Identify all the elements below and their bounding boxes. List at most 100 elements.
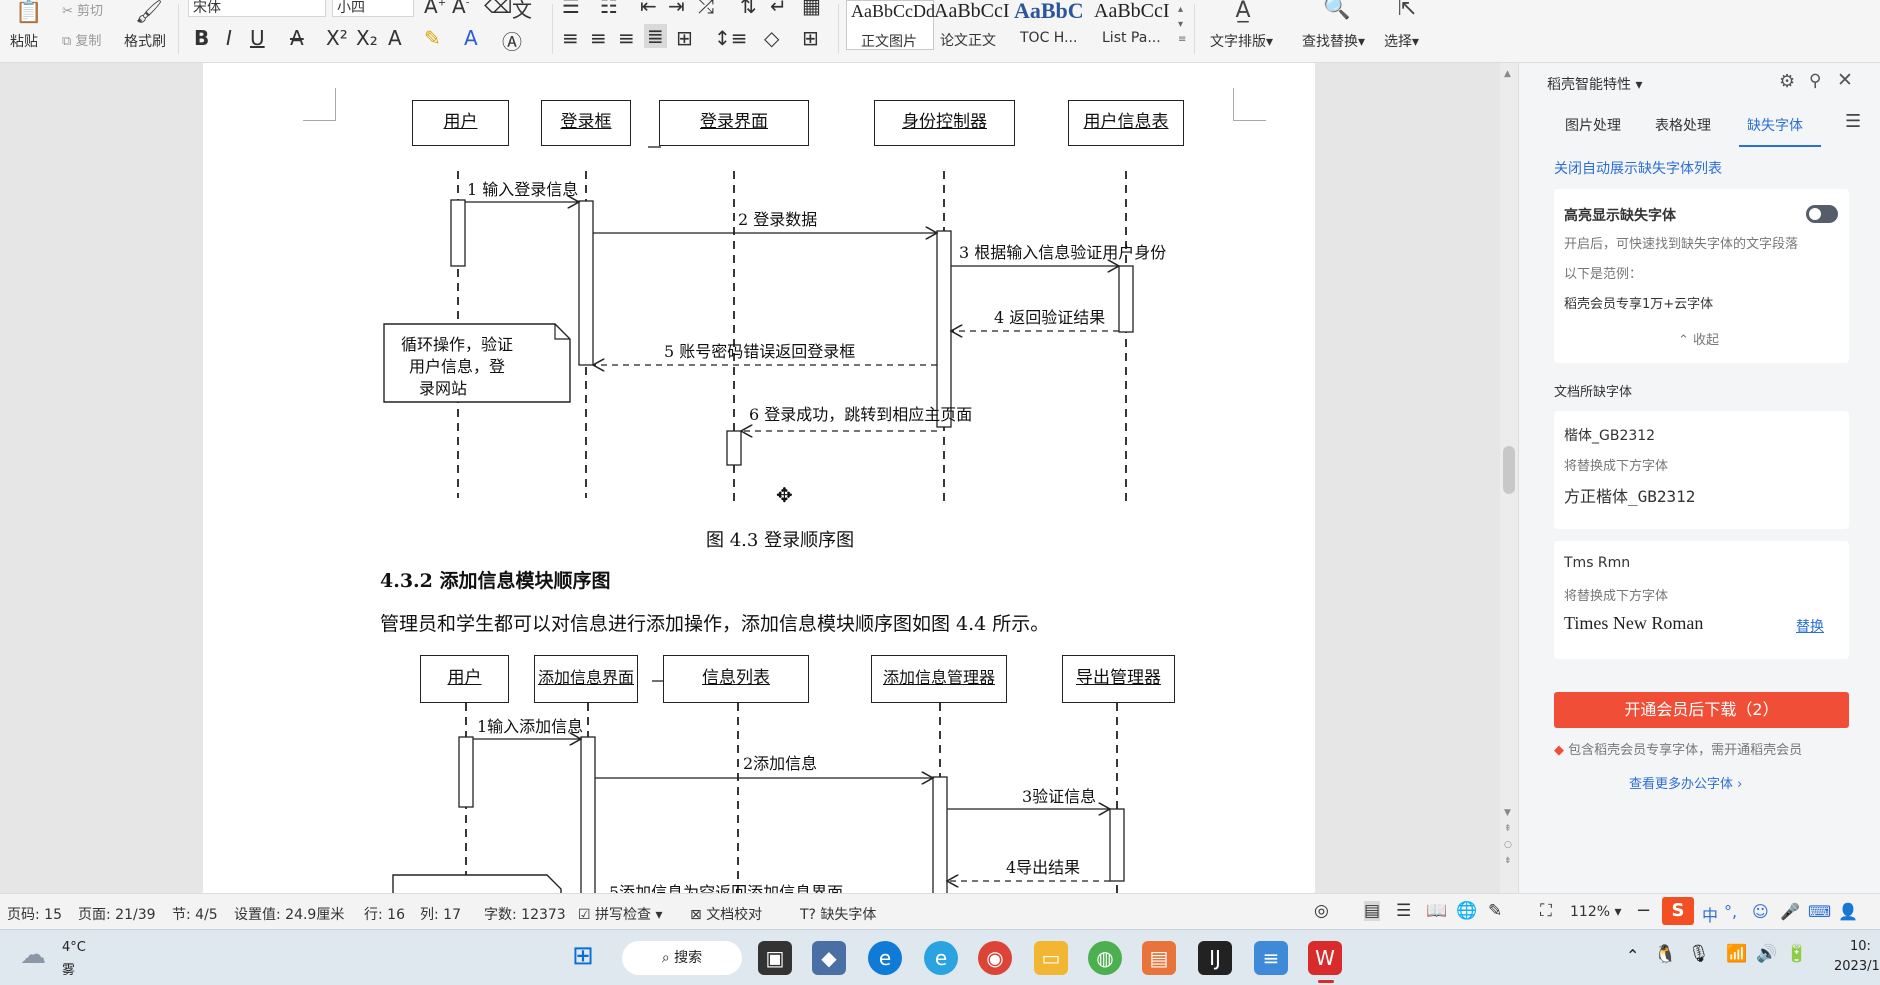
strikethrough-icon[interactable]: A bbox=[290, 26, 304, 50]
bullet-list-icon[interactable]: ☰ bbox=[562, 0, 580, 18]
shrink-font-icon[interactable]: A- bbox=[452, 0, 470, 18]
close-auto-show-link[interactable]: 关闭自动展示缺失字体列表 bbox=[1554, 161, 1722, 177]
ime-mode[interactable]: 中 bbox=[1702, 906, 1719, 925]
indent-icon[interactable]: ⇥ bbox=[668, 0, 685, 18]
sogou-ime-icon[interactable]: S bbox=[1662, 897, 1694, 925]
collapse-button[interactable]: ⌃ 收起 bbox=[1678, 333, 1720, 348]
outline-view-icon[interactable]: ☰ bbox=[1396, 901, 1412, 921]
read-view-icon[interactable]: 📖 bbox=[1426, 901, 1448, 921]
battery-icon[interactable]: 🔋 bbox=[1786, 944, 1808, 964]
bold-icon[interactable]: B bbox=[194, 26, 210, 50]
style-item-3[interactable]: AaBbC TOC H... bbox=[1014, 0, 1094, 50]
more-fonts-link[interactable]: 查看更多办公字体 › bbox=[1629, 777, 1743, 792]
scrollbar-thumb[interactable] bbox=[1503, 446, 1515, 494]
microphone-icon[interactable]: 🎙 bbox=[1688, 944, 1710, 964]
font-size-select[interactable]: 小四 bbox=[332, 0, 414, 17]
close-icon[interactable]: ✕ bbox=[1837, 69, 1853, 91]
download-member-button[interactable]: 开通会员后下载（2） bbox=[1554, 692, 1849, 728]
border-icon[interactable]: ⊞ bbox=[802, 26, 819, 50]
sort-icon[interactable]: ⇅ bbox=[740, 0, 757, 18]
text-layout-icon[interactable]: A̲ bbox=[1235, 0, 1251, 23]
wps-office-icon[interactable]: W bbox=[1308, 941, 1342, 975]
eye-protect-icon[interactable]: ◎ bbox=[1314, 901, 1329, 921]
panel-title[interactable]: 稻壳智能特性 ▾ bbox=[1547, 77, 1643, 93]
ime-punct-icon[interactable]: °, bbox=[1724, 902, 1738, 921]
app-icon[interactable]: ◆ bbox=[812, 941, 846, 975]
browser-icon[interactable]: e bbox=[924, 941, 958, 975]
line-spacing-icon[interactable]: ↕≡ bbox=[714, 26, 748, 50]
fit-page-icon[interactable]: ⛶ bbox=[1540, 901, 1552, 921]
page-nav-icons[interactable]: ▼⇞○⇟ bbox=[1504, 808, 1512, 866]
highlight-toggle[interactable] bbox=[1806, 205, 1838, 223]
intellij-icon[interactable]: IJ bbox=[1198, 941, 1232, 975]
status-setting[interactable]: 设置值: 24.9厘米 bbox=[234, 907, 345, 923]
styles-scroll-icon[interactable]: ▴▾≡ bbox=[1178, 4, 1187, 45]
numbered-list-icon[interactable]: ☷ bbox=[600, 0, 618, 18]
pinyin-icon[interactable]: 文 bbox=[512, 0, 532, 22]
clock-date[interactable]: 2023/1 bbox=[1834, 959, 1880, 974]
status-page[interactable]: 页面: 21/39 bbox=[78, 907, 156, 923]
style-item-4[interactable]: AaBbCcI List Pa... bbox=[1094, 0, 1174, 50]
vertical-scrollbar[interactable]: ▲ ▼⇞○⇟ bbox=[1500, 63, 1518, 893]
distributed-icon[interactable]: ⊞ bbox=[676, 26, 693, 50]
write-view-icon[interactable]: ✎ bbox=[1488, 901, 1503, 921]
proofread-button[interactable]: ⊠ 文档校对 bbox=[690, 907, 763, 923]
file-explorer-icon[interactable]: ▭ bbox=[1034, 941, 1068, 975]
volume-icon[interactable]: 🔊 bbox=[1756, 944, 1778, 964]
app-icon[interactable]: ▤ bbox=[1142, 941, 1176, 975]
italic-icon[interactable]: I bbox=[226, 26, 232, 50]
settings-gear-icon[interactable]: ⚙ bbox=[1779, 71, 1796, 92]
paste-button[interactable]: 粘贴 bbox=[10, 34, 38, 50]
ime-emoji-icon[interactable]: ☺ bbox=[1752, 902, 1769, 921]
replace-link[interactable]: 替换 bbox=[1796, 619, 1824, 635]
status-row[interactable]: 行: 16 bbox=[364, 907, 405, 923]
align-left-icon[interactable]: ≡ bbox=[562, 26, 579, 50]
select-button[interactable]: 选择▾ bbox=[1384, 34, 1420, 50]
outdent-icon[interactable]: ⇤ bbox=[640, 0, 657, 18]
select-cursor-icon[interactable]: ⇱ bbox=[1397, 0, 1417, 21]
status-col[interactable]: 列: 17 bbox=[420, 907, 461, 923]
page-view-icon[interactable]: ▤ bbox=[1364, 901, 1381, 921]
cut-button[interactable]: ✂ 剪切 bbox=[62, 4, 104, 19]
superscript-icon[interactable]: X² bbox=[326, 26, 348, 50]
text-layout-button[interactable]: 文字排版▾ bbox=[1210, 34, 1274, 50]
taskbar-search[interactable]: ⌕ 搜索 bbox=[622, 941, 742, 975]
tab-missing-fonts[interactable]: 缺失字体 bbox=[1747, 118, 1803, 134]
weather-desc[interactable]: 雾 bbox=[62, 963, 76, 978]
qq-icon[interactable]: 🐧 bbox=[1654, 944, 1677, 965]
clear-format-icon[interactable]: ⌫ bbox=[484, 0, 513, 18]
format-painter-button[interactable]: 格式刷 bbox=[124, 34, 166, 50]
tab-image-processing[interactable]: 图片处理 bbox=[1565, 118, 1621, 134]
tab-table-processing[interactable]: 表格处理 bbox=[1655, 118, 1711, 134]
grow-font-icon[interactable]: A+ bbox=[424, 0, 447, 18]
menu-icon[interactable]: ☰ bbox=[1845, 111, 1862, 132]
shading-icon[interactable]: ◇ bbox=[764, 26, 780, 50]
find-replace-icon[interactable]: 🔍 bbox=[1323, 0, 1351, 21]
show-hidden-icons[interactable]: ⌃ bbox=[1626, 946, 1640, 965]
align-center-icon[interactable]: ≡ bbox=[590, 26, 607, 50]
pin-icon[interactable]: ⚲ bbox=[1809, 71, 1822, 91]
ime-user-icon[interactable]: 👤 bbox=[1838, 902, 1858, 921]
app-icon[interactable]: ◍ bbox=[1088, 941, 1122, 975]
notepad-icon[interactable]: ≡ bbox=[1254, 941, 1288, 975]
status-page-code[interactable]: 页码: 15 bbox=[7, 907, 62, 923]
zoom-out-icon[interactable]: − bbox=[1636, 900, 1652, 921]
align-right-icon[interactable]: ≡ bbox=[618, 26, 635, 50]
chinese-layout-icon[interactable]: ⤮ bbox=[698, 0, 714, 18]
web-view-icon[interactable]: 🌐 bbox=[1456, 901, 1478, 921]
show-marks-icon[interactable]: ↵ bbox=[770, 0, 787, 18]
document-page[interactable]: 1 输入登录信息 2 登录数据 3 根据输入信息验证用户身份 4 返回验证结果 … bbox=[203, 63, 1315, 893]
status-words[interactable]: 字数: 12373 bbox=[484, 907, 566, 923]
subscript-icon[interactable]: X₂ bbox=[356, 26, 378, 50]
task-view-icon[interactable]: ▣ bbox=[758, 941, 792, 975]
copy-button[interactable]: ⧉ 复制 bbox=[62, 34, 102, 49]
spell-check-button[interactable]: ☑ 拼写检查 ▾ bbox=[578, 907, 663, 923]
justify-icon[interactable]: ≣ bbox=[644, 24, 667, 48]
style-item-1[interactable]: AaBbCcDd 正文图片 bbox=[846, 0, 935, 50]
edge-browser-icon[interactable]: e bbox=[868, 941, 902, 975]
format-painter-icon[interactable]: 🖌 bbox=[135, 0, 163, 25]
ime-keyboard-icon[interactable]: ⌨ bbox=[1808, 902, 1832, 921]
zoom-level[interactable]: 112% ▾ bbox=[1570, 904, 1622, 920]
underline-icon[interactable]: U bbox=[250, 26, 265, 50]
text-effect-icon[interactable]: A bbox=[388, 26, 402, 50]
